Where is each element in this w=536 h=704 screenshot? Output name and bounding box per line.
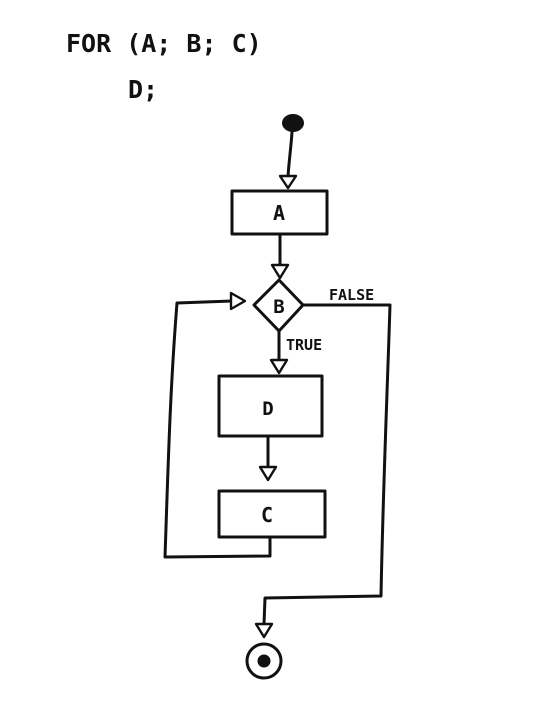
box-body-label: D [262, 398, 273, 420]
true-branch-label: TRUE [286, 336, 322, 354]
code-line-body: D; [128, 75, 158, 104]
false-branch-label: FALSE [329, 286, 374, 304]
arrowhead-loop-back [229, 291, 247, 311]
box-init-label: A [273, 201, 285, 225]
arrowhead-b-to-d [269, 358, 289, 375]
end-node-ring [245, 642, 283, 680]
arrow-start-to-a [286, 130, 294, 179]
box-update-label: C [261, 503, 273, 527]
end-node-core [257, 654, 271, 668]
arrowhead-d-to-c [258, 465, 278, 482]
start-node [282, 114, 304, 132]
box-body [217, 374, 324, 438]
arrowhead-start-to-a [278, 174, 298, 190]
arrow-loop-back [163, 299, 272, 559]
decision-condition-label: B [273, 296, 284, 318]
code-line-for: FOR (A; B; C) [66, 29, 262, 58]
arrow-false-exit [262, 303, 392, 626]
box-update [217, 489, 327, 539]
arrowhead-false-exit [254, 622, 274, 639]
arrowhead-a-to-b [270, 263, 290, 280]
